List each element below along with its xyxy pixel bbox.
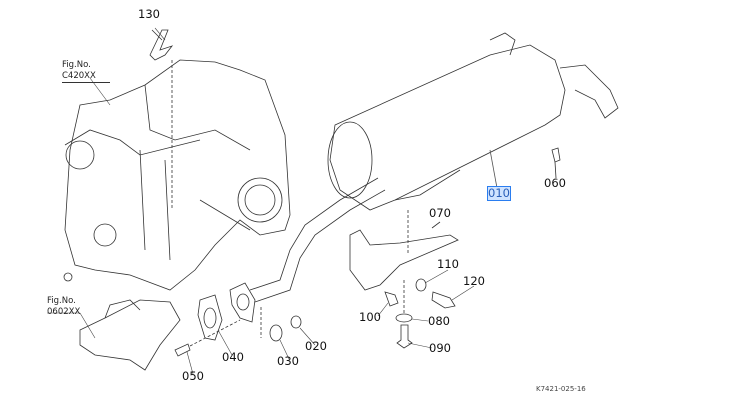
part-020-nut xyxy=(290,315,302,329)
exhaust-pipe xyxy=(249,177,386,303)
part-label-060[interactable]: 060 xyxy=(544,176,566,190)
part-label-090[interactable]: 090 xyxy=(429,341,451,355)
part-070-stay xyxy=(349,229,459,291)
part-label-130[interactable]: 130 xyxy=(138,7,160,21)
figure-ref-code: 0602XX xyxy=(47,307,81,317)
water-housing xyxy=(79,299,181,371)
figure-ref-label: Fig.No. xyxy=(62,60,91,70)
part-label-080[interactable]: 080 xyxy=(428,314,450,328)
part-080-washer xyxy=(395,313,413,323)
part-label-030[interactable]: 030 xyxy=(277,354,299,368)
part-120-bolt xyxy=(431,291,456,309)
part-label-040[interactable]: 040 xyxy=(222,350,244,364)
part-label-020[interactable]: 020 xyxy=(305,339,327,353)
figure-ref-c420xx[interactable]: Fig.No. C420XX xyxy=(62,60,110,83)
part-label-100[interactable]: 100 xyxy=(359,310,381,324)
figure-ref-label: Fig.No. xyxy=(47,296,76,306)
part-label-110[interactable]: 110 xyxy=(437,257,459,271)
part-040-gasket xyxy=(197,294,223,341)
part-110-washer xyxy=(415,278,427,292)
part-030-washer xyxy=(269,324,283,342)
part-label-010-selected[interactable]: 010 xyxy=(487,186,511,201)
part-090-bolt xyxy=(396,324,413,349)
engine-block xyxy=(63,59,291,291)
part-label-120[interactable]: 120 xyxy=(463,274,485,288)
part-label-070[interactable]: 070 xyxy=(429,206,451,220)
part-050-stud xyxy=(174,343,191,357)
part-label-050[interactable]: 050 xyxy=(182,369,204,383)
part-010-muffler xyxy=(327,32,619,211)
part-130-bracket xyxy=(149,29,174,61)
drawing-reference-number: K7421-025-16 xyxy=(536,385,586,393)
part-100-bolt xyxy=(384,291,399,307)
figure-ref-code: C420XX xyxy=(62,71,110,83)
figure-ref-0602xx[interactable]: Fig.No. 0602XX xyxy=(47,296,80,318)
part-060-bolt xyxy=(551,147,561,163)
